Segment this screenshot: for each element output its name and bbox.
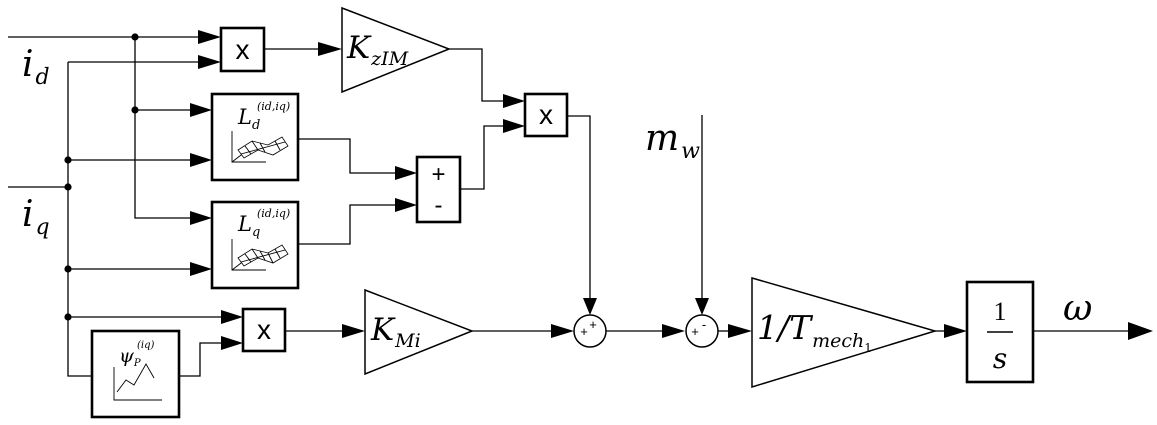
lq-surface-icon [231, 239, 289, 271]
input-label-iq: iq [22, 194, 50, 240]
iq-main: i [22, 194, 34, 235]
arrow-mult3-in1 [221, 310, 243, 324]
gain-kzim-label: KzIM [346, 30, 409, 70]
gain-tmech: 1/Tmech1 [751, 277, 938, 389]
summer-1-sign-b: + [589, 317, 597, 332]
gain-kzim: KzIM [341, 6, 452, 94]
arrow-sum1-in-left [551, 324, 574, 338]
arrow-mult2-in1 [503, 94, 525, 108]
junction-iq-main [64, 183, 72, 191]
gain-kmi-label: KMi [370, 312, 421, 352]
summer-1-sign-a: + [580, 324, 588, 339]
tmech-subsub: 1 [864, 341, 872, 355]
difference-block: + - [415, 155, 462, 224]
lookup-lq: Lq (id,iq) [210, 200, 300, 290]
input-label-id: id [22, 44, 50, 90]
arrow-diff-in2 [395, 198, 417, 212]
wire-diff-to-mult2 [460, 125, 507, 190]
multiplier-2-symbol: x [539, 99, 553, 130]
tmech-main: 1/T [757, 308, 814, 347]
mw-sub: w [681, 139, 700, 164]
junction-iq-lq [64, 265, 72, 273]
arrow-sum2-in-left [662, 324, 685, 338]
multiplier-3: x [241, 307, 287, 353]
arrow-ld-in1 [190, 103, 212, 117]
junction-id-ld [131, 106, 139, 114]
mw-main: m [645, 118, 679, 159]
output-label-omega: ω [1063, 288, 1092, 329]
psi-label: ψP [119, 345, 141, 369]
multiplier-1: x [219, 26, 266, 73]
summer-2: + - [685, 314, 719, 348]
wire-psi-to-mult3 [179, 342, 225, 377]
wire-id-to-lq [134, 110, 195, 219]
junction-id-top [131, 33, 139, 41]
summer-1: + + [573, 314, 607, 348]
junction-iq-ld [64, 156, 72, 164]
arrow-tmech-in [728, 324, 752, 338]
diff-plus: + [431, 161, 445, 188]
integrator-denominator: s [993, 342, 1007, 375]
multiplier-3-symbol: x [257, 314, 271, 345]
arrow-ld-in2 [190, 153, 212, 167]
id-main: i [22, 44, 34, 85]
arrowheads [190, 30, 1153, 350]
lq-main: L [237, 212, 252, 236]
arrow-mult1-in1 [198, 30, 221, 44]
arrow-mult2-in2 [503, 119, 525, 133]
wire-iq-vertical [67, 62, 92, 377]
ld-surface-icon [231, 131, 289, 163]
signal-wires [8, 36, 1130, 377]
arrow-sum1-in-top [583, 298, 597, 315]
wire-ld-to-diff [298, 138, 399, 174]
tmech-sub: mech [812, 330, 864, 352]
psi-curve-icon [113, 363, 162, 401]
integrator-numerator: 1 [994, 297, 1007, 326]
wire-id-to-ld [134, 37, 195, 111]
lookup-ld: Ld (id,iq) [210, 92, 300, 182]
psi-superscript: (iq) [137, 340, 155, 351]
kzim-sub: zIM [370, 48, 409, 70]
summer-2-sign-b: - [702, 317, 706, 332]
summer-2-sign-a: + [691, 324, 699, 339]
arrow-output [1128, 322, 1153, 340]
gain-kmi: KMi [364, 288, 475, 376]
psi-sub: P [133, 358, 141, 369]
ld-sub: d [252, 118, 260, 133]
lookup-psi: ψP (iq) [90, 329, 181, 419]
ld-label: Ld [237, 105, 260, 133]
input-label-mw: mw [645, 118, 700, 164]
diff-minus: - [435, 192, 443, 219]
junction-dots [64, 33, 139, 321]
ld-superscript: (id,iq) [257, 100, 290, 113]
arrow-sum2-in-top [695, 298, 709, 315]
iq-sub: q [36, 215, 50, 240]
arrow-diff-in1 [395, 166, 417, 180]
psi-main: ψ [119, 345, 135, 367]
gain-tmech-label: 1/Tmech1 [757, 308, 872, 355]
ld-main: L [237, 105, 252, 129]
id-sub: d [36, 65, 50, 90]
kmi-sub: Mi [394, 330, 421, 352]
lq-superscript: (id,iq) [257, 207, 290, 220]
wire-kzim-to-mult2 [449, 48, 507, 102]
junction-iq-mult3 [64, 313, 72, 321]
wire-lq-to-diff [298, 204, 399, 245]
arrow-lq-in2 [190, 262, 212, 276]
arrow-integrator-in [944, 324, 967, 338]
arrow-kmi-in [342, 324, 365, 338]
lq-label: Lq [237, 212, 260, 240]
kzim-main: K [346, 30, 372, 66]
arrow-kzim-in [318, 42, 342, 56]
multiplier-2: x [523, 92, 569, 138]
integrator-block: 1 s [965, 280, 1035, 384]
wire-mult2-to-sum1 [567, 115, 591, 302]
arrow-mult3-in2 [221, 336, 243, 350]
lq-sub: q [252, 225, 260, 240]
kmi-main: K [370, 312, 396, 348]
arrow-mult1-in2 [198, 55, 221, 69]
multiplier-1-symbol: x [236, 34, 250, 65]
arrow-lq-in1 [190, 211, 212, 225]
